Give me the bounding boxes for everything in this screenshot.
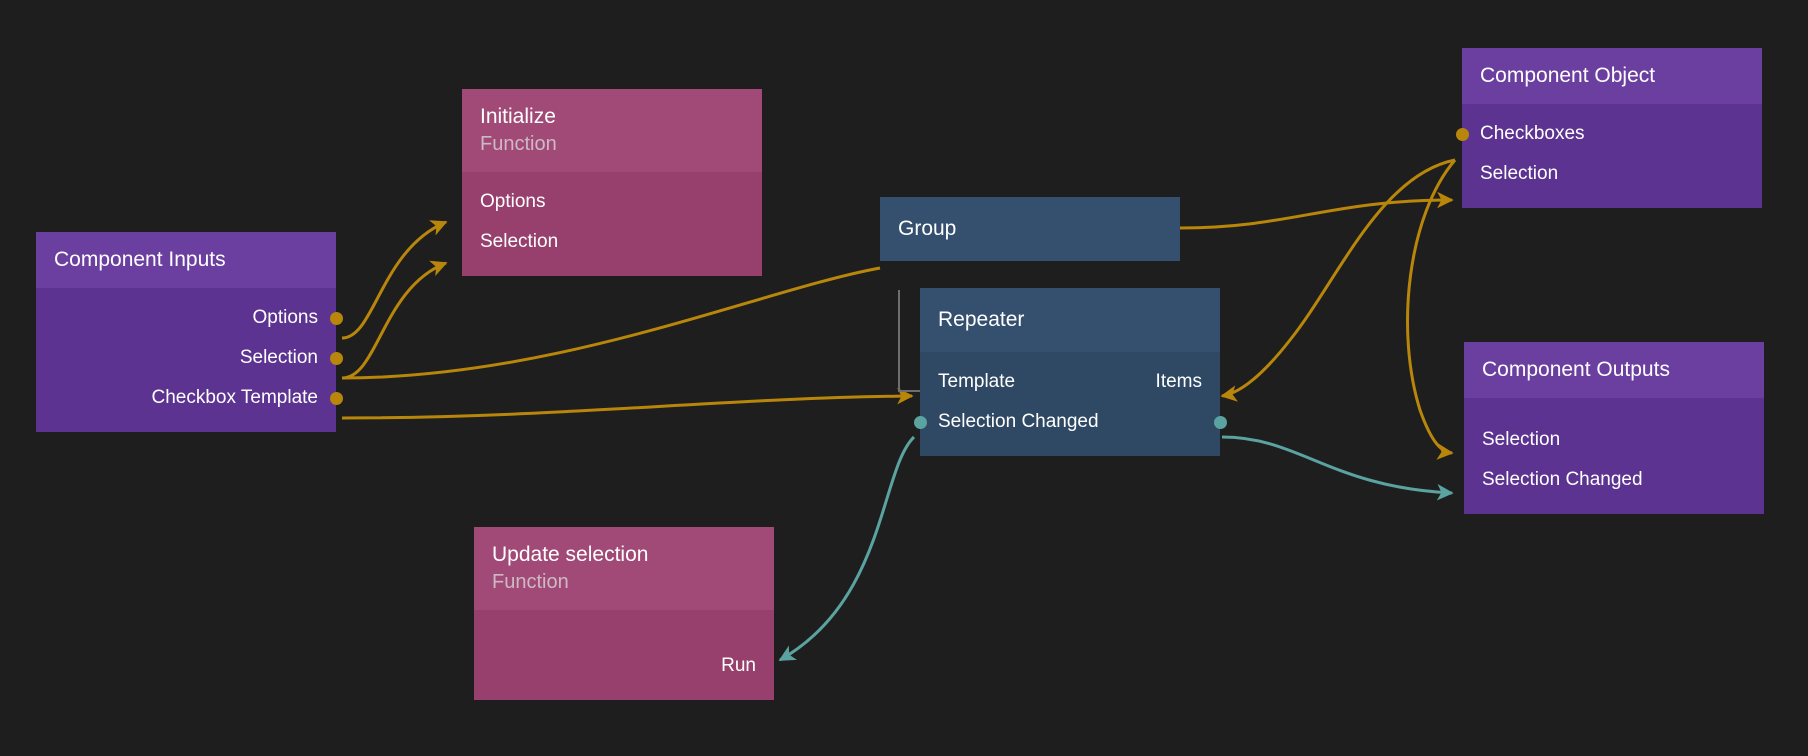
node-update-selection-body: Run (474, 610, 774, 700)
port-row-outputs-selection-changed[interactable]: Selection Changed (1464, 460, 1764, 500)
node-component-inputs-body: Options Selection Checkbox Template (36, 288, 343, 432)
edge-component-object-checkboxes-to-component-outputs-selection (1406, 159, 1457, 460)
port-dot-checkbox-template[interactable] (329, 391, 343, 405)
port-row-run[interactable]: Run (474, 646, 774, 686)
node-component-outputs-title: Component Outputs (1482, 358, 1670, 381)
port-row-initialize-selection[interactable]: Selection (462, 222, 762, 262)
port-label-outputs-selection: Selection (1482, 429, 1561, 450)
edge-inputs-checkbox-template-to-repeater-template (341, 387, 914, 420)
port-row-options[interactable]: Options (36, 298, 343, 338)
port-label-initialize-selection: Selection (480, 231, 559, 252)
port-row-selection-changed[interactable]: Selection Changed (913, 402, 1227, 442)
port-dot-options[interactable] (329, 311, 343, 325)
edge-inputs-options-to-initialize-options (341, 220, 448, 340)
port-row-selection[interactable]: Selection (36, 338, 343, 378)
port-row-checkbox-template[interactable]: Checkbox Template (36, 378, 343, 418)
node-component-outputs-body: Selection Selection Changed (1464, 398, 1764, 514)
port-label-selection: Selection (239, 347, 318, 368)
node-repeater-title: Repeater (938, 308, 1025, 331)
port-label-template: Template (938, 371, 1016, 392)
port-dot-selection-changed-out[interactable] (1213, 415, 1227, 429)
node-component-outputs-header: Component Outputs (1464, 342, 1764, 398)
node-component-object-title: Component Object (1480, 64, 1656, 87)
port-dot-selection-changed-in[interactable] (913, 415, 927, 429)
port-row-template-items[interactable]: Template Items (920, 362, 1220, 402)
edge-repeater-selection-changed-to-update-selection-run (778, 435, 916, 662)
node-component-inputs-title: Component Inputs (54, 248, 226, 271)
edge-component-object-checkboxes-to-repeater-items (1220, 158, 1456, 402)
node-component-object-body: Checkboxes Selection (1455, 104, 1762, 208)
port-row-checkboxes[interactable]: Checkboxes (1455, 114, 1762, 154)
port-label-checkbox-template: Checkbox Template (151, 387, 318, 408)
port-label-run: Run (721, 655, 756, 676)
node-initialize-subtitle: Function (480, 133, 557, 155)
edge-group-to-component-object-selection (1179, 191, 1454, 230)
port-row-component-object-selection[interactable]: Selection (1462, 154, 1762, 194)
port-label-initialize-options: Options (480, 191, 546, 212)
port-label-component-object-selection: Selection (1480, 163, 1559, 184)
node-initialize-title: Initialize (480, 105, 556, 128)
node-component-outputs[interactable]: Component Outputs Selection Selection Ch… (1464, 342, 1764, 514)
node-repeater-body: Template Items Selection Changed (913, 352, 1227, 456)
node-initialize-header: Initialize Function (462, 89, 762, 172)
node-update-selection-header: Update selection Function (474, 527, 774, 610)
node-component-inputs[interactable]: Component Inputs Options Selection Check… (36, 232, 343, 432)
node-component-object-header: Component Object (1462, 48, 1762, 104)
port-label-checkboxes: Checkboxes (1480, 123, 1585, 144)
edge-inputs-selection-to-initialize-selection (341, 260, 448, 380)
node-group[interactable]: Group (880, 197, 1180, 261)
node-initialize-body: Options Selection (462, 172, 762, 276)
node-initialize[interactable]: Initialize Function Options Selection (462, 89, 762, 276)
node-update-selection-subtitle: Function (492, 571, 569, 593)
port-row-outputs-selection[interactable]: Selection (1464, 420, 1764, 460)
node-component-object[interactable]: Component Object Checkboxes Selection (1455, 48, 1762, 208)
node-group-title: Group (898, 217, 957, 240)
port-label-items: Items (1155, 371, 1202, 392)
port-dot-checkboxes[interactable] (1455, 127, 1469, 141)
node-repeater[interactable]: Repeater Template Items Selection Change… (913, 288, 1227, 456)
edge-repeater-selection-changed-to-component-outputs (1221, 435, 1454, 501)
edge-inputs-selection-to-group (341, 266, 881, 380)
node-group-header: Group (880, 197, 1180, 261)
node-repeater-header: Repeater (920, 288, 1220, 352)
port-label-outputs-selection-changed: Selection Changed (1482, 469, 1643, 490)
port-label-options: Options (252, 307, 318, 328)
node-update-selection-title: Update selection (492, 543, 649, 566)
port-dot-selection[interactable] (329, 351, 343, 365)
node-component-inputs-header: Component Inputs (36, 232, 336, 288)
node-update-selection[interactable]: Update selection Function Run (474, 527, 774, 700)
port-label-selection-changed: Selection Changed (938, 411, 1099, 432)
port-row-initialize-options[interactable]: Options (462, 182, 762, 222)
